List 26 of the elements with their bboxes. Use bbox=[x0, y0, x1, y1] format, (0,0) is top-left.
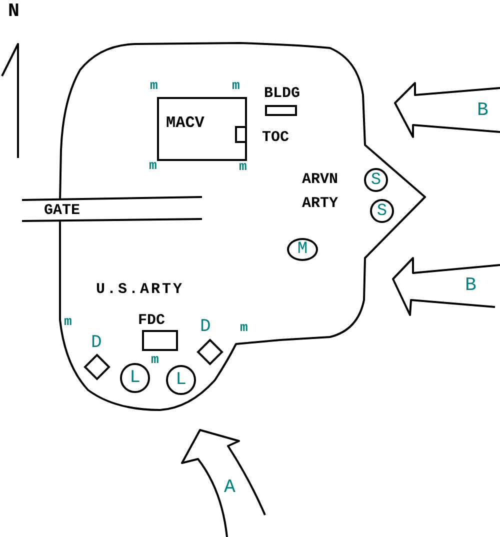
north-label: N bbox=[8, 2, 20, 21]
building-label: BLDG bbox=[264, 86, 300, 101]
building-label: TOC bbox=[262, 130, 290, 145]
mine-marker: m bbox=[64, 315, 72, 328]
mine-marker: m bbox=[150, 79, 158, 92]
position-circle: L bbox=[166, 365, 196, 395]
mine-marker: m bbox=[149, 159, 157, 172]
building-label: MACV bbox=[166, 115, 204, 131]
arrow-letter: B bbox=[477, 101, 488, 120]
building-label: FDC bbox=[138, 313, 166, 328]
unit-label: U.S.ARTY bbox=[96, 282, 184, 297]
position-letter: D bbox=[91, 334, 102, 352]
mine-marker: m bbox=[240, 321, 248, 334]
position-circle: M bbox=[287, 238, 318, 261]
position-circle: S bbox=[370, 199, 394, 223]
position-letter: D bbox=[200, 318, 211, 336]
unit-label: ARVN bbox=[302, 172, 338, 187]
mine-marker: m bbox=[232, 79, 240, 92]
mine-marker: m bbox=[151, 353, 159, 366]
position-circle: L bbox=[120, 363, 150, 393]
position-circle: S bbox=[364, 168, 388, 192]
arrow-letter: B bbox=[465, 276, 476, 295]
gate-label: GATE bbox=[44, 203, 80, 218]
mine-marker: m bbox=[239, 160, 247, 173]
arrow-letter: A bbox=[224, 478, 236, 497]
unit-label: ARTY bbox=[302, 196, 338, 211]
